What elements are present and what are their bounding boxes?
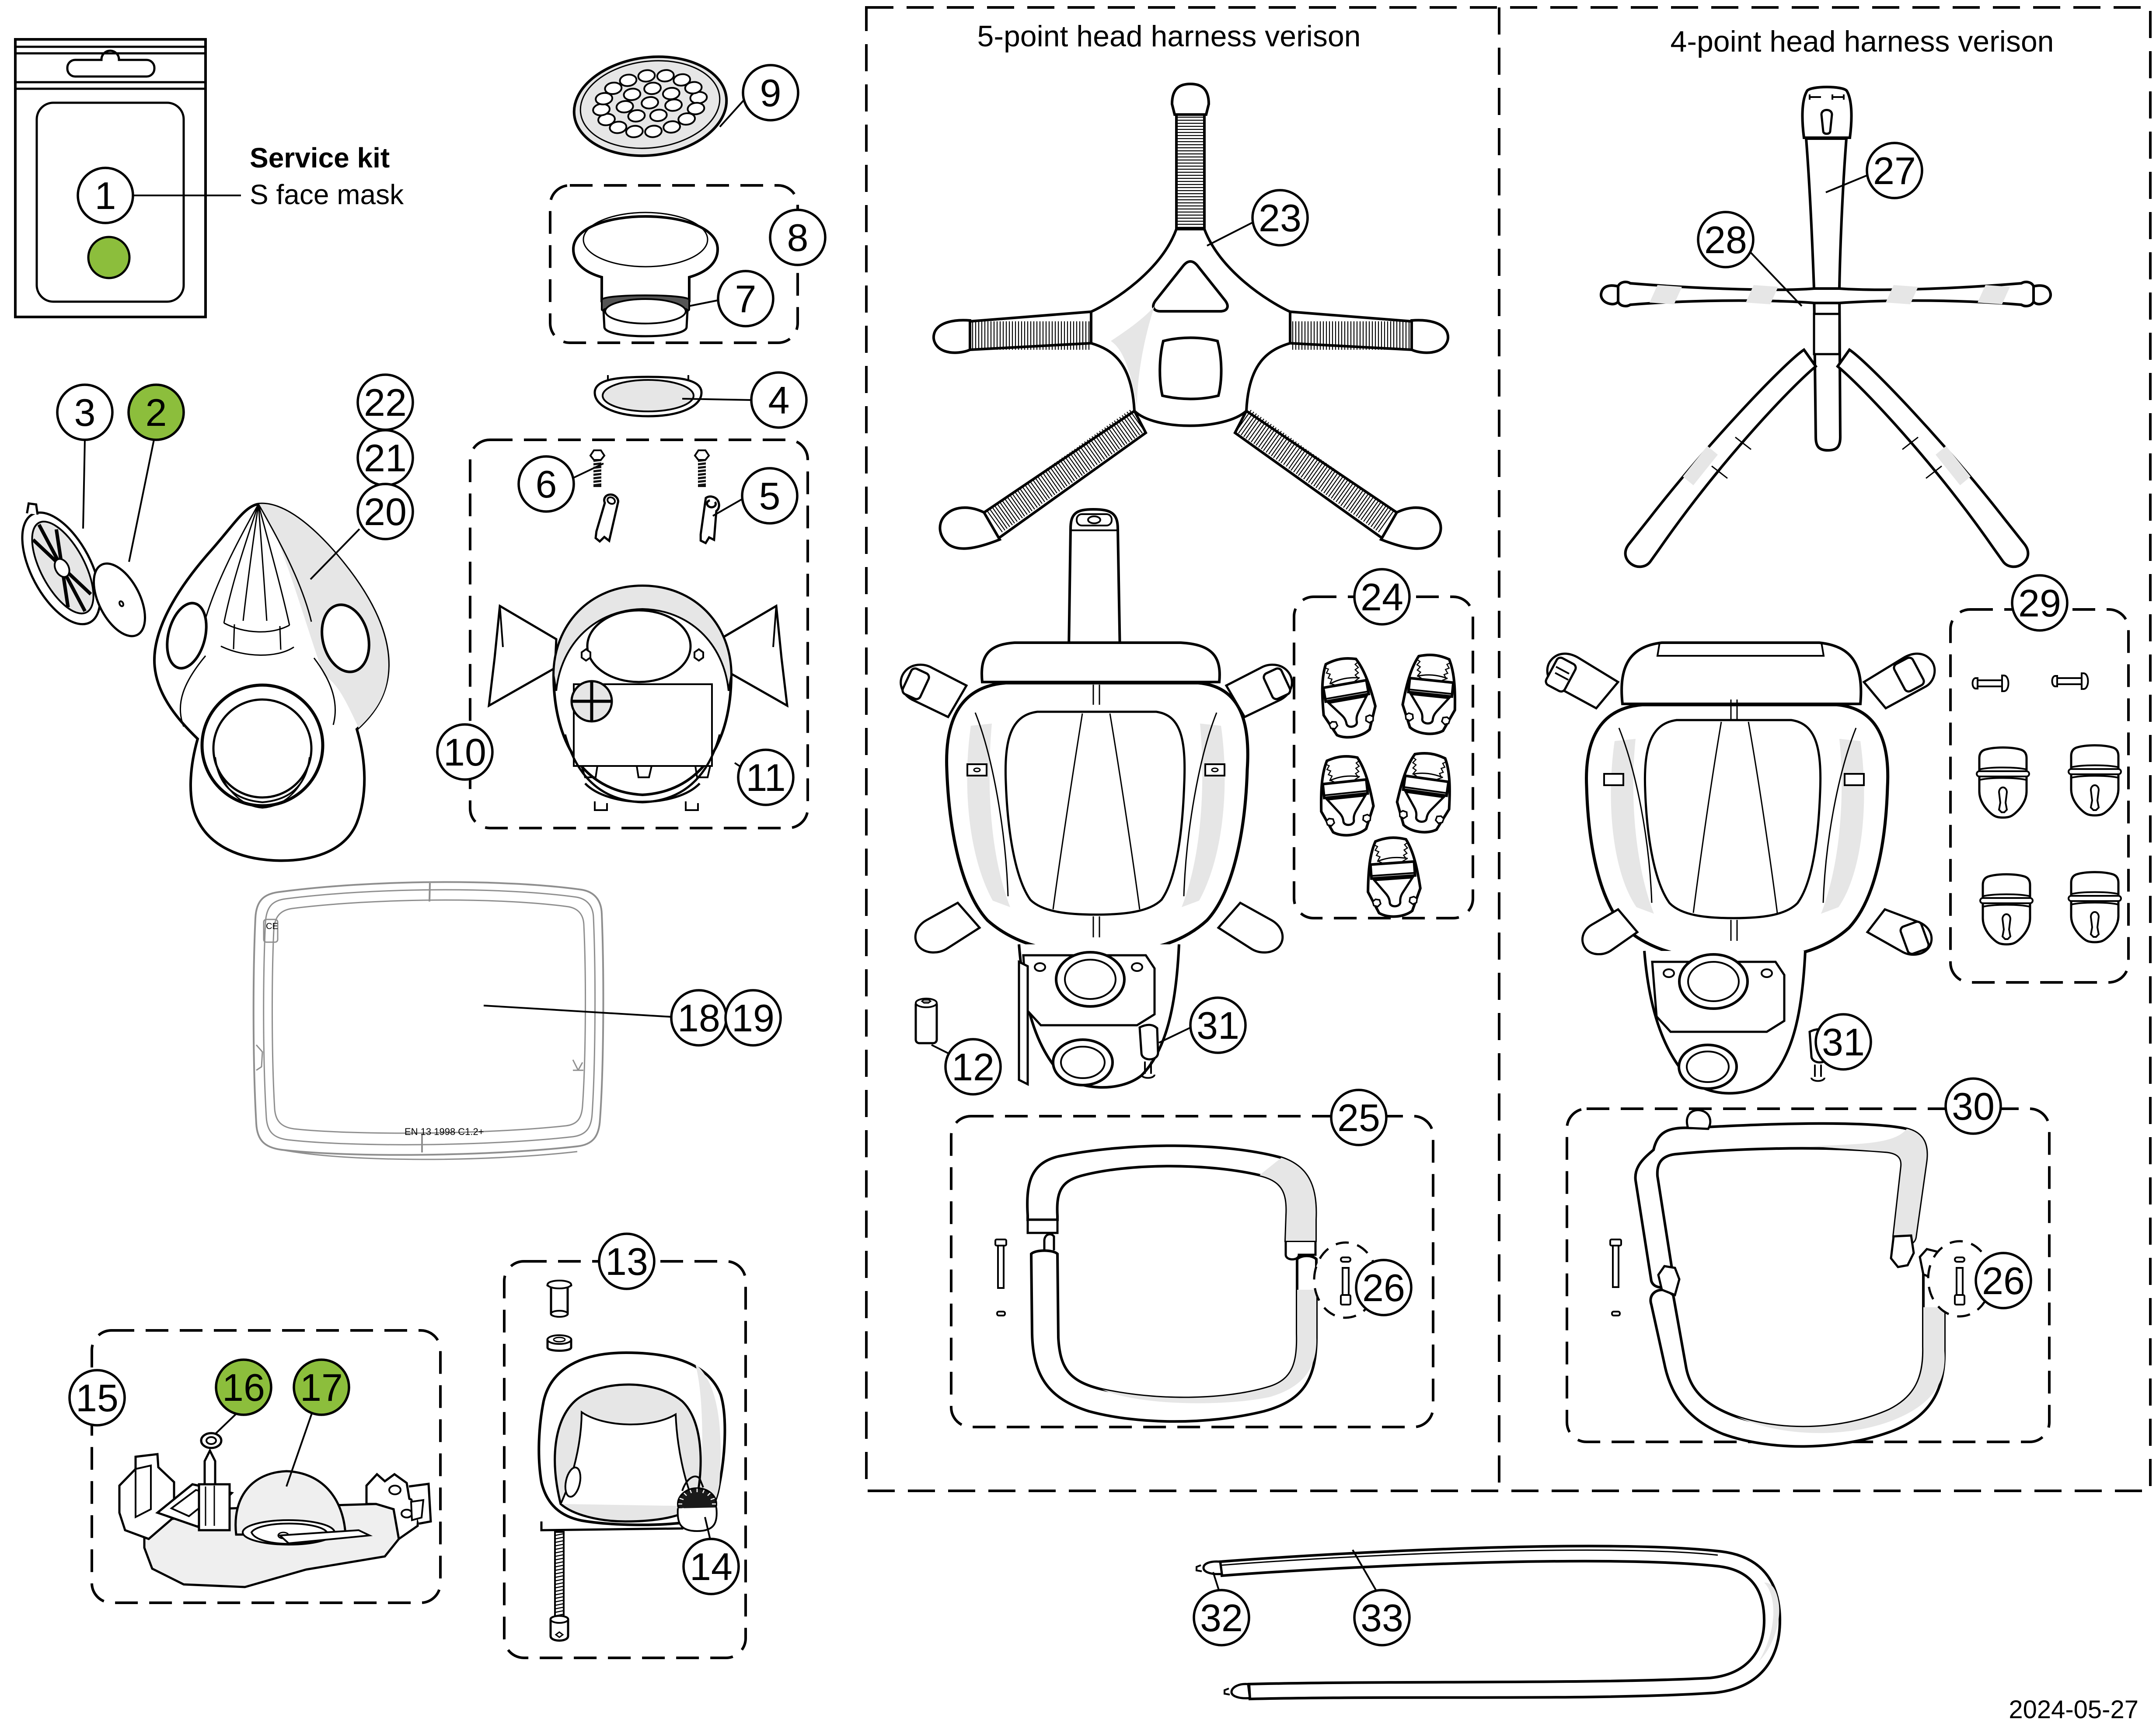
svg-text:8: 8 <box>787 216 809 259</box>
svg-text:4: 4 <box>768 379 790 422</box>
svg-text:22: 22 <box>364 381 407 424</box>
svg-text:10: 10 <box>443 731 486 774</box>
svg-text:31: 31 <box>1822 1020 1865 1064</box>
svg-text:17: 17 <box>300 1366 343 1409</box>
svg-text:26: 26 <box>1362 1266 1405 1309</box>
svg-text:2: 2 <box>146 391 167 434</box>
svg-text:16: 16 <box>222 1366 265 1409</box>
svg-text:S face mask: S face mask <box>250 179 404 210</box>
svg-text:25: 25 <box>1337 1096 1380 1139</box>
svg-text:6: 6 <box>536 463 557 506</box>
svg-text:31: 31 <box>1197 1004 1239 1047</box>
svg-text:33: 33 <box>1361 1596 1403 1639</box>
svg-text:24: 24 <box>1361 575 1403 619</box>
svg-text:4-point head harness verison: 4-point head harness verison <box>1671 25 2054 58</box>
svg-text:18: 18 <box>677 996 720 1040</box>
svg-text:29: 29 <box>2018 581 2061 625</box>
svg-text:9: 9 <box>760 71 781 115</box>
svg-text:26: 26 <box>1982 1259 2025 1302</box>
svg-text:5: 5 <box>759 474 781 518</box>
svg-text:Service kit: Service kit <box>250 142 390 174</box>
svg-text:23: 23 <box>1259 196 1301 240</box>
svg-text:12: 12 <box>952 1045 994 1089</box>
svg-text:11: 11 <box>746 756 785 799</box>
svg-text:1: 1 <box>95 174 116 217</box>
svg-text:15: 15 <box>76 1376 119 1420</box>
svg-text:7: 7 <box>735 277 757 320</box>
svg-text:20: 20 <box>364 490 407 533</box>
svg-text:27: 27 <box>1873 149 1916 192</box>
svg-text:2024-05-27: 2024-05-27 <box>2009 1695 2139 1723</box>
svg-text:14: 14 <box>690 1545 733 1588</box>
svg-text:5-point head harness verison: 5-point head harness verison <box>977 20 1361 53</box>
svg-text:30: 30 <box>1952 1085 1995 1128</box>
svg-text:32: 32 <box>1200 1596 1243 1639</box>
svg-text:CE: CE <box>266 922 278 931</box>
svg-text:21: 21 <box>364 436 407 480</box>
svg-text:3: 3 <box>74 391 96 434</box>
svg-text:19: 19 <box>732 996 774 1040</box>
svg-text:28: 28 <box>1704 218 1747 261</box>
svg-text:13: 13 <box>605 1240 648 1283</box>
svg-text:EN 13 1998 C1.2+: EN 13 1998 C1.2+ <box>405 1126 484 1137</box>
